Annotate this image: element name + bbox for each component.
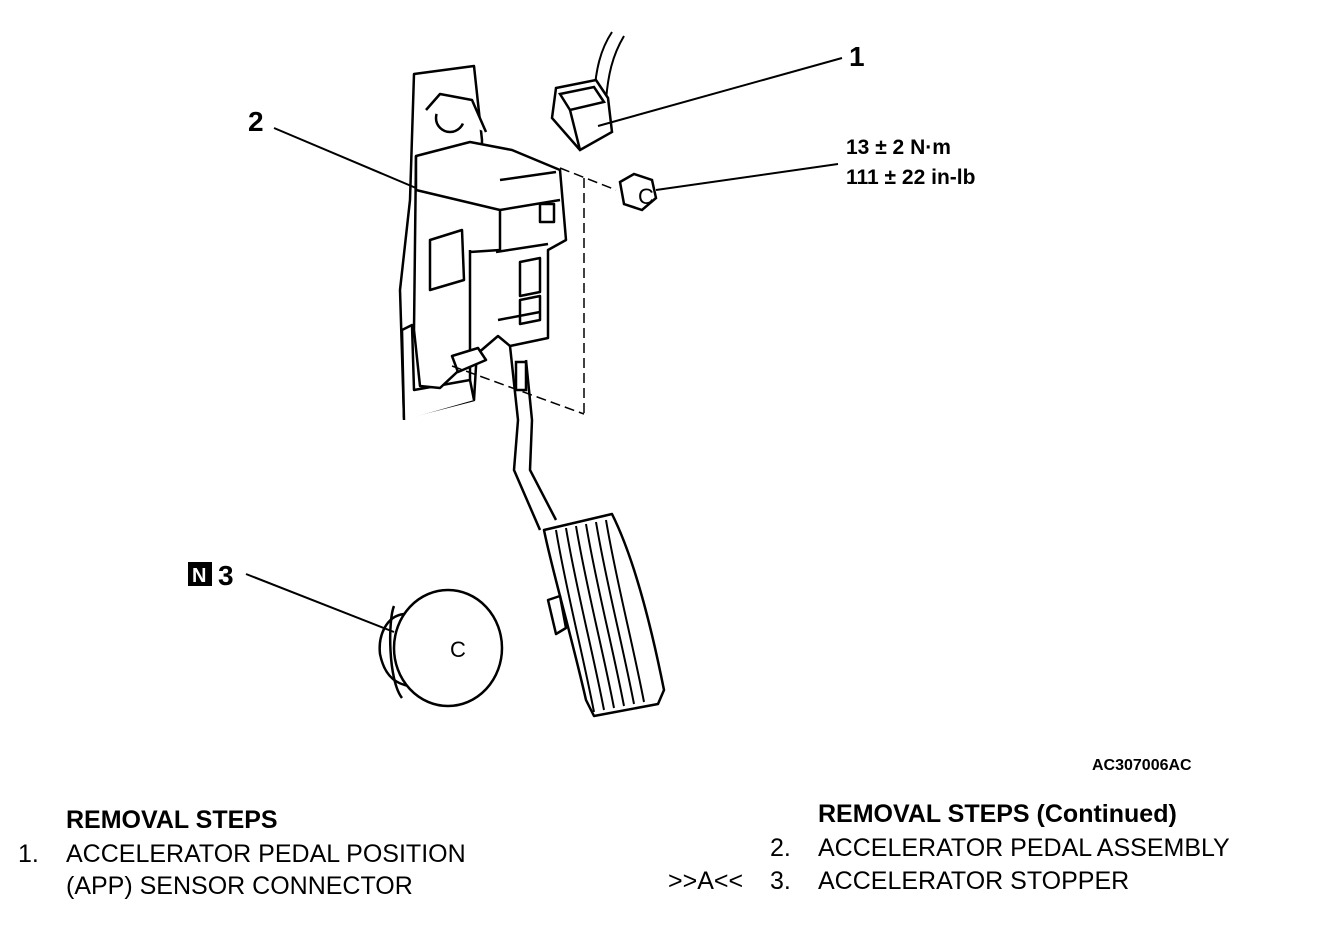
step-3-number: 3. (770, 867, 791, 895)
callout-3: 3 (218, 560, 234, 591)
torque-metric: 13 ± 2 N·m (846, 136, 951, 159)
n-badge (188, 562, 212, 586)
n-badge-letter: N (192, 565, 206, 587)
leader-1 (597, 57, 843, 127)
stopper-c-mark: C (450, 637, 466, 662)
leader-torque (655, 163, 839, 191)
torque-imperial: 111 ± 22 in-lb (846, 166, 975, 189)
pedal-pad (542, 512, 666, 718)
step-3-text: ACCELERATOR STOPPER (818, 867, 1130, 895)
figure-id: AC307006AC (1092, 757, 1192, 774)
removal-steps-heading: REMOVAL STEPS (66, 806, 278, 834)
leader-3 (245, 573, 395, 633)
pedal-arm (508, 345, 558, 531)
alignment-lines (451, 167, 617, 415)
app-sensor-connector (550, 78, 614, 152)
leader-lines (245, 57, 843, 633)
callout-1: 1 (849, 41, 865, 72)
step-1-text-line2: (APP) SENSOR CONNECTOR (66, 872, 413, 900)
accelerator-stopper: C (378, 588, 504, 708)
removal-steps-continued-heading: REMOVAL STEPS (Continued) (818, 800, 1177, 828)
step-2-text: ACCELERATOR PEDAL ASSEMBLY (818, 834, 1230, 862)
step-3-service-mark: >>A<< (668, 867, 744, 895)
callout-2: 2 (248, 106, 264, 137)
step-1-text-line1: ACCELERATOR PEDAL POSITION (66, 840, 466, 868)
nut-c-mark: C (638, 184, 654, 209)
pedal-sensor-housing (412, 140, 568, 390)
step-2-number: 2. (770, 834, 791, 862)
mounting-nut: C (618, 172, 658, 212)
leader-2 (273, 127, 417, 189)
step-1-number: 1. (18, 840, 39, 868)
